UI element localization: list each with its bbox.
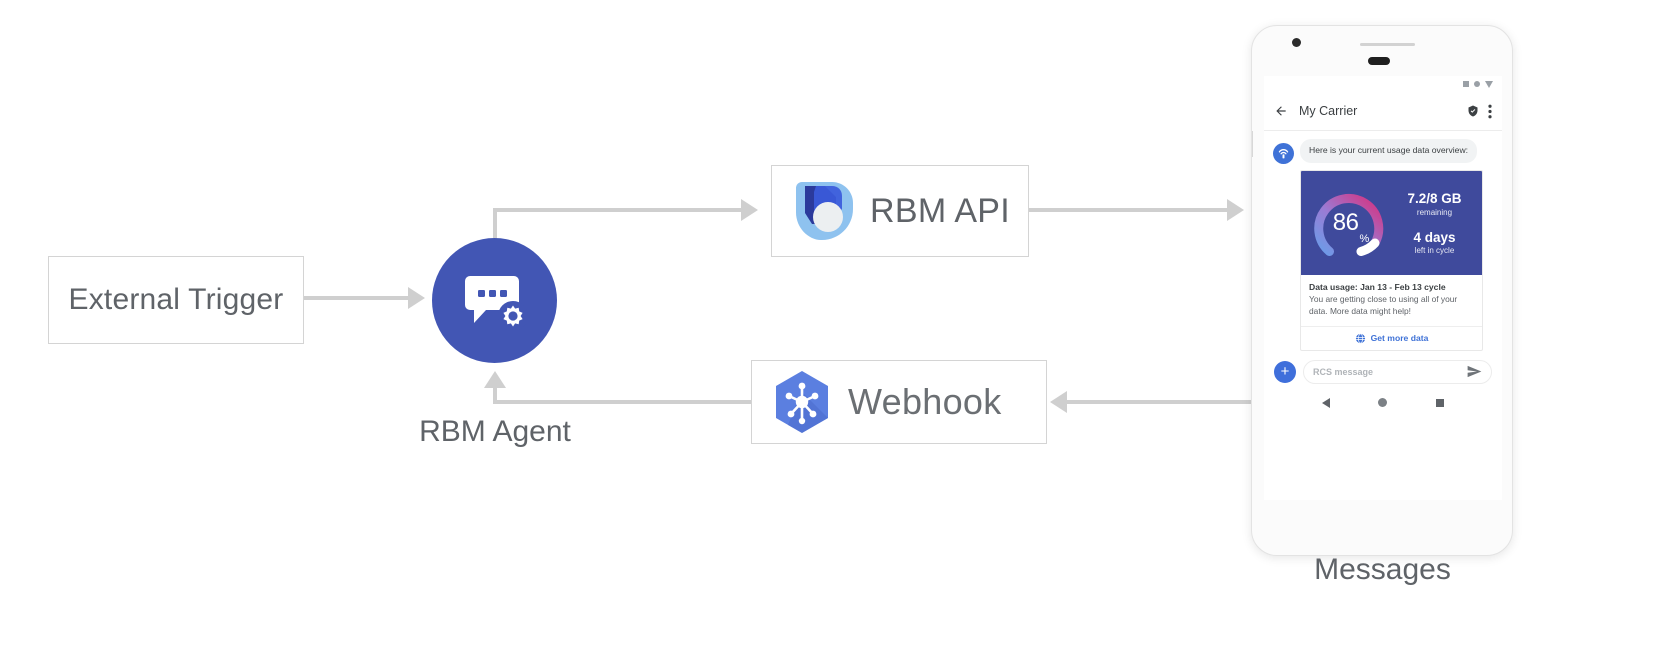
- conversation-area: Here is your current usage data overview…: [1264, 131, 1502, 351]
- card-hero-stats: 7.2/8 GB remaining 4 days left in cycle: [1393, 191, 1474, 255]
- card-hero: 86% 7.2/8 GB remaining 4 days left in cy…: [1301, 171, 1482, 275]
- square-icon: [1463, 81, 1469, 87]
- globe-icon: [1355, 333, 1365, 344]
- node-rbm-agent[interactable]: [432, 238, 557, 363]
- arrow-webhook-to-agent: [484, 371, 506, 388]
- node-webhook[interactable]: Webhook: [751, 360, 1047, 444]
- phone-device: My Carrier Here: [1251, 25, 1513, 556]
- webhook-hexagon-icon: [776, 371, 828, 433]
- webhook-label: Webhook: [848, 381, 1002, 422]
- incoming-message-bubble: Here is your current usage data overview…: [1300, 139, 1478, 163]
- message-row-incoming: Here is your current usage data overview…: [1273, 139, 1493, 164]
- side-button[interactable]: [1252, 131, 1253, 157]
- connector-api-to-phone: [1029, 208, 1227, 212]
- connector-trigger-to-agent: [304, 296, 408, 300]
- days-left-value: 4 days: [1413, 229, 1456, 245]
- card-action-label: Get more data: [1370, 333, 1429, 344]
- app-bar: My Carrier: [1264, 92, 1502, 131]
- card-description: You are getting close to using all of yo…: [1309, 294, 1458, 316]
- connector-webhook-to-agent: [493, 400, 751, 404]
- plus-icon[interactable]: +: [1274, 360, 1296, 383]
- back-arrow-icon[interactable]: [1274, 104, 1288, 118]
- node-external-trigger[interactable]: External Trigger: [48, 256, 304, 344]
- rcs-message-placeholder: RCS message: [1313, 366, 1374, 377]
- status-bar: [1264, 76, 1502, 92]
- front-camera-icon: [1292, 38, 1301, 47]
- phone-screen: My Carrier Here: [1264, 76, 1502, 500]
- messages-label: Messages: [1314, 553, 1451, 586]
- arrow-trigger-to-agent: [408, 287, 425, 309]
- sensor-notch: [1368, 57, 1390, 65]
- connector-phone-to-webhook: [1067, 400, 1251, 404]
- donut-percent-value: 86%: [1309, 181, 1393, 265]
- carrier-tower-icon: [1273, 143, 1294, 164]
- connector-agent-to-api: [493, 208, 741, 212]
- nav-home-icon[interactable]: [1378, 398, 1388, 408]
- rcs-message-input[interactable]: RCS message: [1303, 359, 1492, 384]
- send-icon[interactable]: [1467, 365, 1482, 378]
- conversation-title: My Carrier: [1299, 104, 1358, 118]
- data-usage-donut-chart: 86%: [1309, 181, 1393, 265]
- arrow-agent-to-api: [741, 199, 758, 221]
- rbm-agent-label: RBM Agent: [419, 415, 571, 448]
- message-composer: + RCS message: [1264, 350, 1502, 390]
- rbm-api-label: RBM API: [870, 191, 1011, 230]
- connector-agent-up-stub: [493, 388, 497, 404]
- node-rbm-api[interactable]: RBM API: [771, 165, 1029, 257]
- data-remaining-label: remaining: [1416, 207, 1453, 217]
- days-left-label: left in cycle: [1414, 246, 1455, 256]
- arrow-phone-to-webhook: [1050, 391, 1067, 413]
- earpiece-speaker: [1360, 43, 1415, 46]
- card-action-get-more-data[interactable]: Get more data: [1301, 325, 1482, 350]
- rich-card[interactable]: 86% 7.2/8 GB remaining 4 days left in cy…: [1300, 170, 1483, 351]
- verified-shield-icon: [1467, 105, 1479, 117]
- triangle-icon: [1485, 80, 1493, 88]
- donut-percent-number: 86: [1332, 209, 1359, 236]
- card-body: Data usage: Jan 13 - Feb 13 cycle You ar…: [1301, 275, 1482, 326]
- nav-back-icon[interactable]: [1322, 397, 1331, 408]
- android-nav-bar: [1264, 389, 1502, 416]
- data-remaining-value: 7.2/8 GB: [1407, 190, 1462, 206]
- chat-gear-icon: [464, 275, 528, 331]
- card-title: Data usage: Jan 13 - Feb 13 cycle: [1309, 282, 1446, 292]
- arrow-api-to-phone: [1227, 199, 1244, 221]
- rbm-api-logo-icon: [796, 182, 853, 240]
- circle-icon: [1474, 81, 1480, 87]
- donut-percent-symbol: %: [1359, 233, 1370, 245]
- external-trigger-label: External Trigger: [68, 283, 284, 316]
- connector-agent-up: [493, 208, 497, 248]
- nav-recents-icon[interactable]: [1435, 398, 1444, 407]
- more-vertical-icon[interactable]: [1488, 104, 1492, 119]
